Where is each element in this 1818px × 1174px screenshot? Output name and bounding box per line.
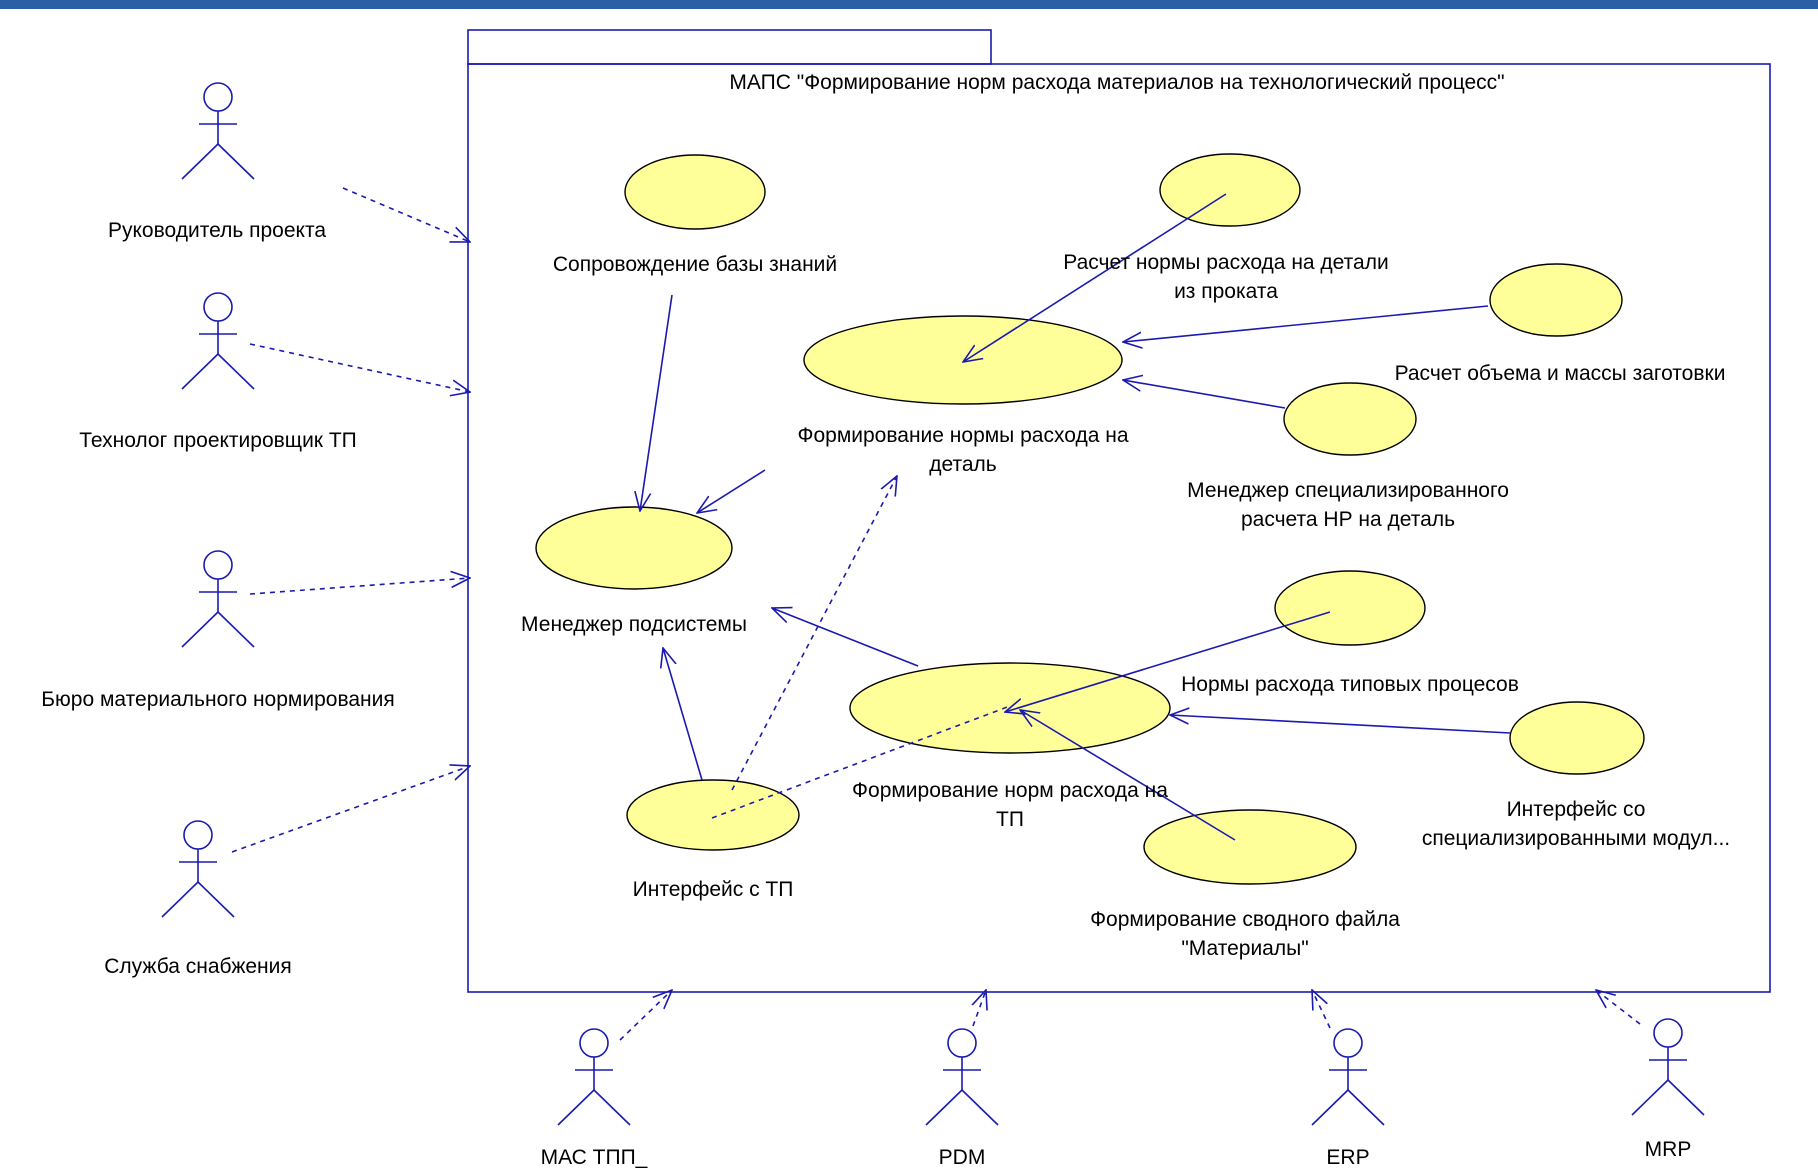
- label-formirovanie-norm-tp-2: ТП: [996, 808, 1024, 831]
- label-raschet-prokat-2: из проката: [1174, 280, 1278, 303]
- usecase-formirovanie-normy-detal[interactable]: [803, 315, 1123, 405]
- label-interfeis-tp: Интерфейс с ТП: [633, 878, 794, 901]
- label-formirovanie-normy-detal-2: деталь: [929, 453, 997, 476]
- assoc-erp: [1312, 990, 1331, 1029]
- dashed-relationships: [711, 476, 1011, 819]
- label-svodnyi-fail-2: "Материалы": [1181, 937, 1308, 960]
- rel-soprovozhdenie-menedzher: [640, 294, 673, 511]
- rel-svodnyi-tp: [1020, 710, 1236, 841]
- label-actor-mas-tpp: МАС ТПП_: [541, 1146, 648, 1169]
- label-actor-pdm: PDM: [939, 1146, 986, 1169]
- label-actor-rukovoditel: Руководитель проекта: [108, 219, 326, 242]
- usecase-soprovozhdenie[interactable]: [624, 154, 766, 230]
- label-soprovozhdenie: Сопровождение базы знаний: [553, 253, 837, 276]
- actor-labels: Руководитель проекта Технолог проектиров…: [41, 219, 1691, 1169]
- system-boundary: МАПС "Формирование норм расхода материал…: [467, 29, 1771, 993]
- use-cases: [535, 153, 1645, 885]
- label-formirovanie-norm-tp-1: Формирование норм расхода на: [852, 779, 1168, 802]
- usecase-menedzher-podsistemy[interactable]: [535, 506, 733, 590]
- assoc-byuro: [249, 578, 470, 595]
- actor-associations: [231, 187, 1641, 1041]
- rel-obema-detal: [1123, 305, 1489, 342]
- usecase-normy-tipovykh[interactable]: [1274, 570, 1426, 646]
- actor-erp[interactable]: [1311, 1028, 1385, 1126]
- rel-tipovykh-tp: [1005, 611, 1331, 712]
- label-actor-sluzhba: Служба снабжения: [104, 955, 292, 978]
- solid-relationships: [640, 193, 1511, 841]
- label-interfeis-spec-1: Интерфейс со: [1507, 798, 1646, 821]
- label-menedzher-spec-1: Менеджер специализированного: [1187, 479, 1509, 502]
- label-normy-tipovykh: Нормы расхода типовых процесов: [1181, 673, 1519, 696]
- usecase-raschet-obema[interactable]: [1489, 263, 1623, 337]
- rel-interfeis-spec-tp: [1170, 715, 1511, 734]
- system-title: МАПС "Формирование норм расхода материал…: [729, 71, 1504, 94]
- label-interfeis-spec-2: специализированными модул...: [1422, 827, 1730, 850]
- actor-pdm[interactable]: [925, 1028, 999, 1126]
- label-actor-mrp: MRP: [1645, 1138, 1692, 1161]
- rel-detal-menedzher: [697, 469, 766, 513]
- label-actor-byuro: Бюро материального нормирования: [41, 688, 395, 711]
- usecase-labels: Сопровождение базы знаний Менеджер подси…: [521, 251, 1730, 960]
- rel-tp-menedzher: [772, 608, 919, 667]
- assoc-mrp: [1596, 990, 1641, 1025]
- label-actor-erp: ERP: [1326, 1146, 1369, 1169]
- header-bar: [0, 0, 1818, 9]
- assoc-tekhnolog: [249, 343, 470, 392]
- usecase-svodnyi-fail[interactable]: [1143, 809, 1357, 885]
- usecase-raschet-prokat[interactable]: [1159, 153, 1301, 227]
- package-tab: [467, 29, 992, 65]
- rel-prokat-detal: [963, 193, 1227, 362]
- assoc-pdm: [973, 990, 986, 1027]
- actor-byuro[interactable]: [181, 550, 255, 648]
- assoc-sluzhba: [231, 766, 470, 853]
- actor-sluzhba[interactable]: [161, 820, 235, 918]
- assoc-rukovoditel: [342, 187, 470, 242]
- usecase-menedzher-spec[interactable]: [1283, 382, 1417, 456]
- package-body: [467, 63, 1771, 993]
- dep-interfeis-tp: [711, 705, 1011, 819]
- label-svodnyi-fail-1: Формирование сводного файла: [1090, 908, 1400, 931]
- label-raschet-prokat-1: Расчет нормы расхода на детали: [1063, 251, 1388, 274]
- label-menedzher-spec-2: расчета НР на деталь: [1241, 508, 1455, 531]
- actors: [161, 82, 1705, 1126]
- label-menedzher-podsistemy: Менеджер подсистемы: [521, 613, 747, 636]
- dep-interfeis-detal: [731, 476, 897, 791]
- usecase-interfeis-tp[interactable]: [626, 779, 800, 851]
- actor-rukovoditel[interactable]: [181, 82, 255, 180]
- rel-interfeis-menedzher: [663, 648, 703, 781]
- rel-menedzher-spec-detal: [1123, 380, 1286, 409]
- label-raschet-obema: Расчет объема и массы заготовки: [1395, 362, 1726, 385]
- actor-mrp[interactable]: [1631, 1018, 1705, 1116]
- usecase-interfeis-spec[interactable]: [1509, 701, 1645, 775]
- actor-mas-tpp[interactable]: [557, 1028, 631, 1126]
- actor-tekhnolog[interactable]: [181, 292, 255, 390]
- label-actor-tekhnolog: Технолог проектировщик ТП: [79, 429, 357, 452]
- assoc-mas-tpp: [619, 990, 672, 1041]
- label-formirovanie-normy-detal-1: Формирование нормы расхода на: [798, 424, 1129, 447]
